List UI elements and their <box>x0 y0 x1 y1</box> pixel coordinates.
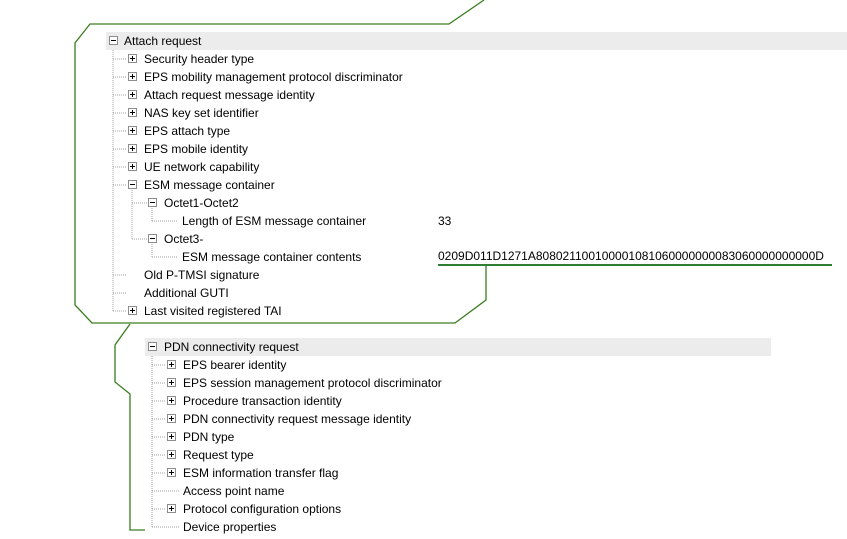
pdn-connectivity-bracket <box>114 323 145 531</box>
attach-request-bracket <box>74 0 487 324</box>
